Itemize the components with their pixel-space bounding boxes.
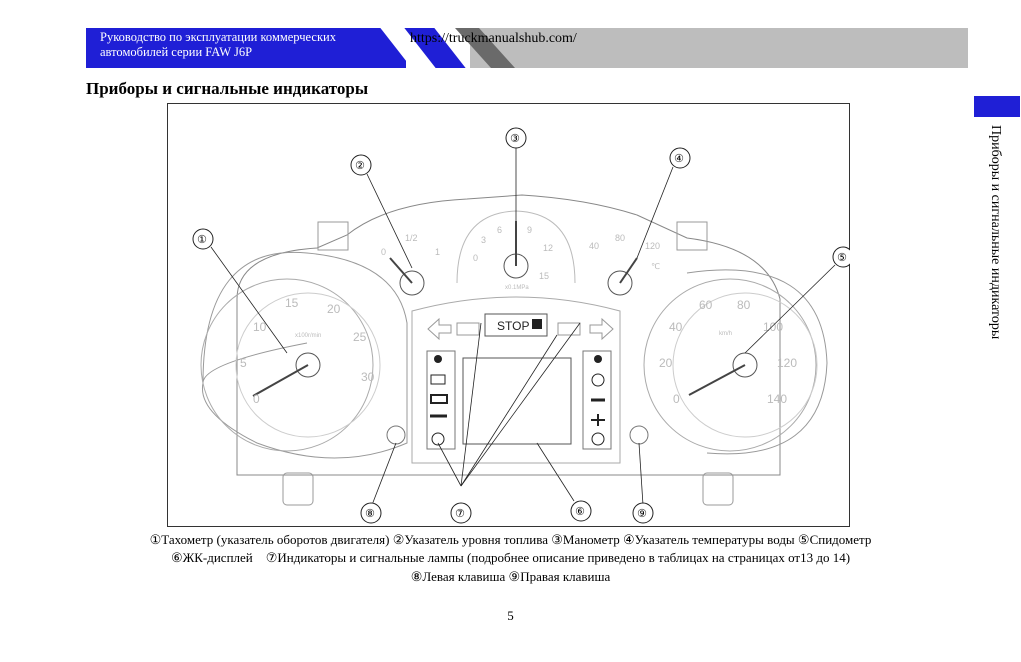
pressure-tick: 0 xyxy=(473,253,478,263)
side-tab-marker xyxy=(974,96,1020,117)
pressure-tick: 3 xyxy=(481,235,486,245)
left-indicator-column xyxy=(426,350,456,450)
page-title: Приборы и сигнальные индикаторы xyxy=(86,79,369,98)
callout-7: ⑦ xyxy=(455,508,465,520)
pressure-tick: 6 xyxy=(497,225,502,235)
speed-tick: 140 xyxy=(767,392,787,406)
callout-8: ⑧ xyxy=(365,508,375,520)
pressure-tick: 9 xyxy=(527,225,532,235)
right-indicator-column xyxy=(582,350,612,450)
header-blue-band xyxy=(86,28,406,68)
tach-tick: 25 xyxy=(353,330,367,344)
temp-tick: 80 xyxy=(615,233,625,243)
side-tab-label: Приборы и сигнальные индикаторы xyxy=(988,125,1003,340)
speed-tick: 80 xyxy=(737,298,751,312)
page-number: 5 xyxy=(507,608,514,623)
callout-4: ④ xyxy=(674,153,684,165)
callout-6: ⑥ xyxy=(575,506,585,518)
temp-tick: 120 xyxy=(645,241,660,251)
tach-tick: 15 xyxy=(285,296,299,310)
tach-tick: 0 xyxy=(253,392,260,406)
callouts: ① ② ③ ④ ⑤ ⑥ ⑦ ⑧ ⑨ xyxy=(192,127,854,524)
pressure-tick: 15 xyxy=(539,271,549,281)
instrument-cluster-figure: STOP 0 5 10 15 20 25 30 x100r/min 0 1/2 xyxy=(167,103,854,527)
tach-tick: 5 xyxy=(240,356,247,370)
speed-tick: 120 xyxy=(777,356,797,370)
fuel-tick: 1/2 xyxy=(405,233,418,243)
callout-3: ③ xyxy=(510,133,520,145)
fuel-tick: 1 xyxy=(435,247,440,257)
callout-2: ② xyxy=(355,160,365,172)
pressure-unit: x0.1MPa xyxy=(505,285,529,291)
instrument-cluster-drawing: STOP 0 5 10 15 20 25 30 x100r/min 0 1/2 xyxy=(167,103,854,527)
tach-tick: 10 xyxy=(253,320,267,334)
tach-tick: 20 xyxy=(327,302,341,316)
callout-5: ⑤ xyxy=(837,252,847,264)
pressure-tick: 12 xyxy=(543,243,553,253)
speed-tick: 40 xyxy=(669,320,683,334)
speed-tick: 60 xyxy=(699,298,713,312)
tach-tick: 30 xyxy=(361,370,375,384)
caption-line3: ⑧Левая клавиша ⑨Правая клавиша xyxy=(410,569,611,584)
temp-unit: ℃ xyxy=(651,262,660,271)
fuel-tick: 0 xyxy=(381,247,386,257)
manual-title-line1: Руководство по эксплуатации коммерческих xyxy=(100,30,336,44)
callout-1: ① xyxy=(197,234,207,246)
manual-title: Руководство по эксплуатации коммерческих… xyxy=(100,30,336,60)
speed-unit: km/h xyxy=(719,331,732,337)
temp-tick: 40 xyxy=(589,241,599,251)
manual-title-line2: автомобилей серии FAW J6P xyxy=(100,45,253,59)
caption-line2: ⑥ЖК-дисплей ⑦Индикаторы и сигнальные лам… xyxy=(170,550,851,565)
header-grey-band xyxy=(470,28,968,68)
tach-unit: x100r/min xyxy=(295,333,321,339)
speed-tick: 20 xyxy=(659,356,673,370)
caption-line1: ①Тахометр (указатель оборотов двигателя)… xyxy=(149,532,872,547)
stop-label: STOP xyxy=(497,319,529,333)
source-url[interactable]: https://truckmanualshub.com/ xyxy=(410,31,577,46)
callout-9: ⑨ xyxy=(637,508,647,520)
speed-tick: 0 xyxy=(673,392,680,406)
